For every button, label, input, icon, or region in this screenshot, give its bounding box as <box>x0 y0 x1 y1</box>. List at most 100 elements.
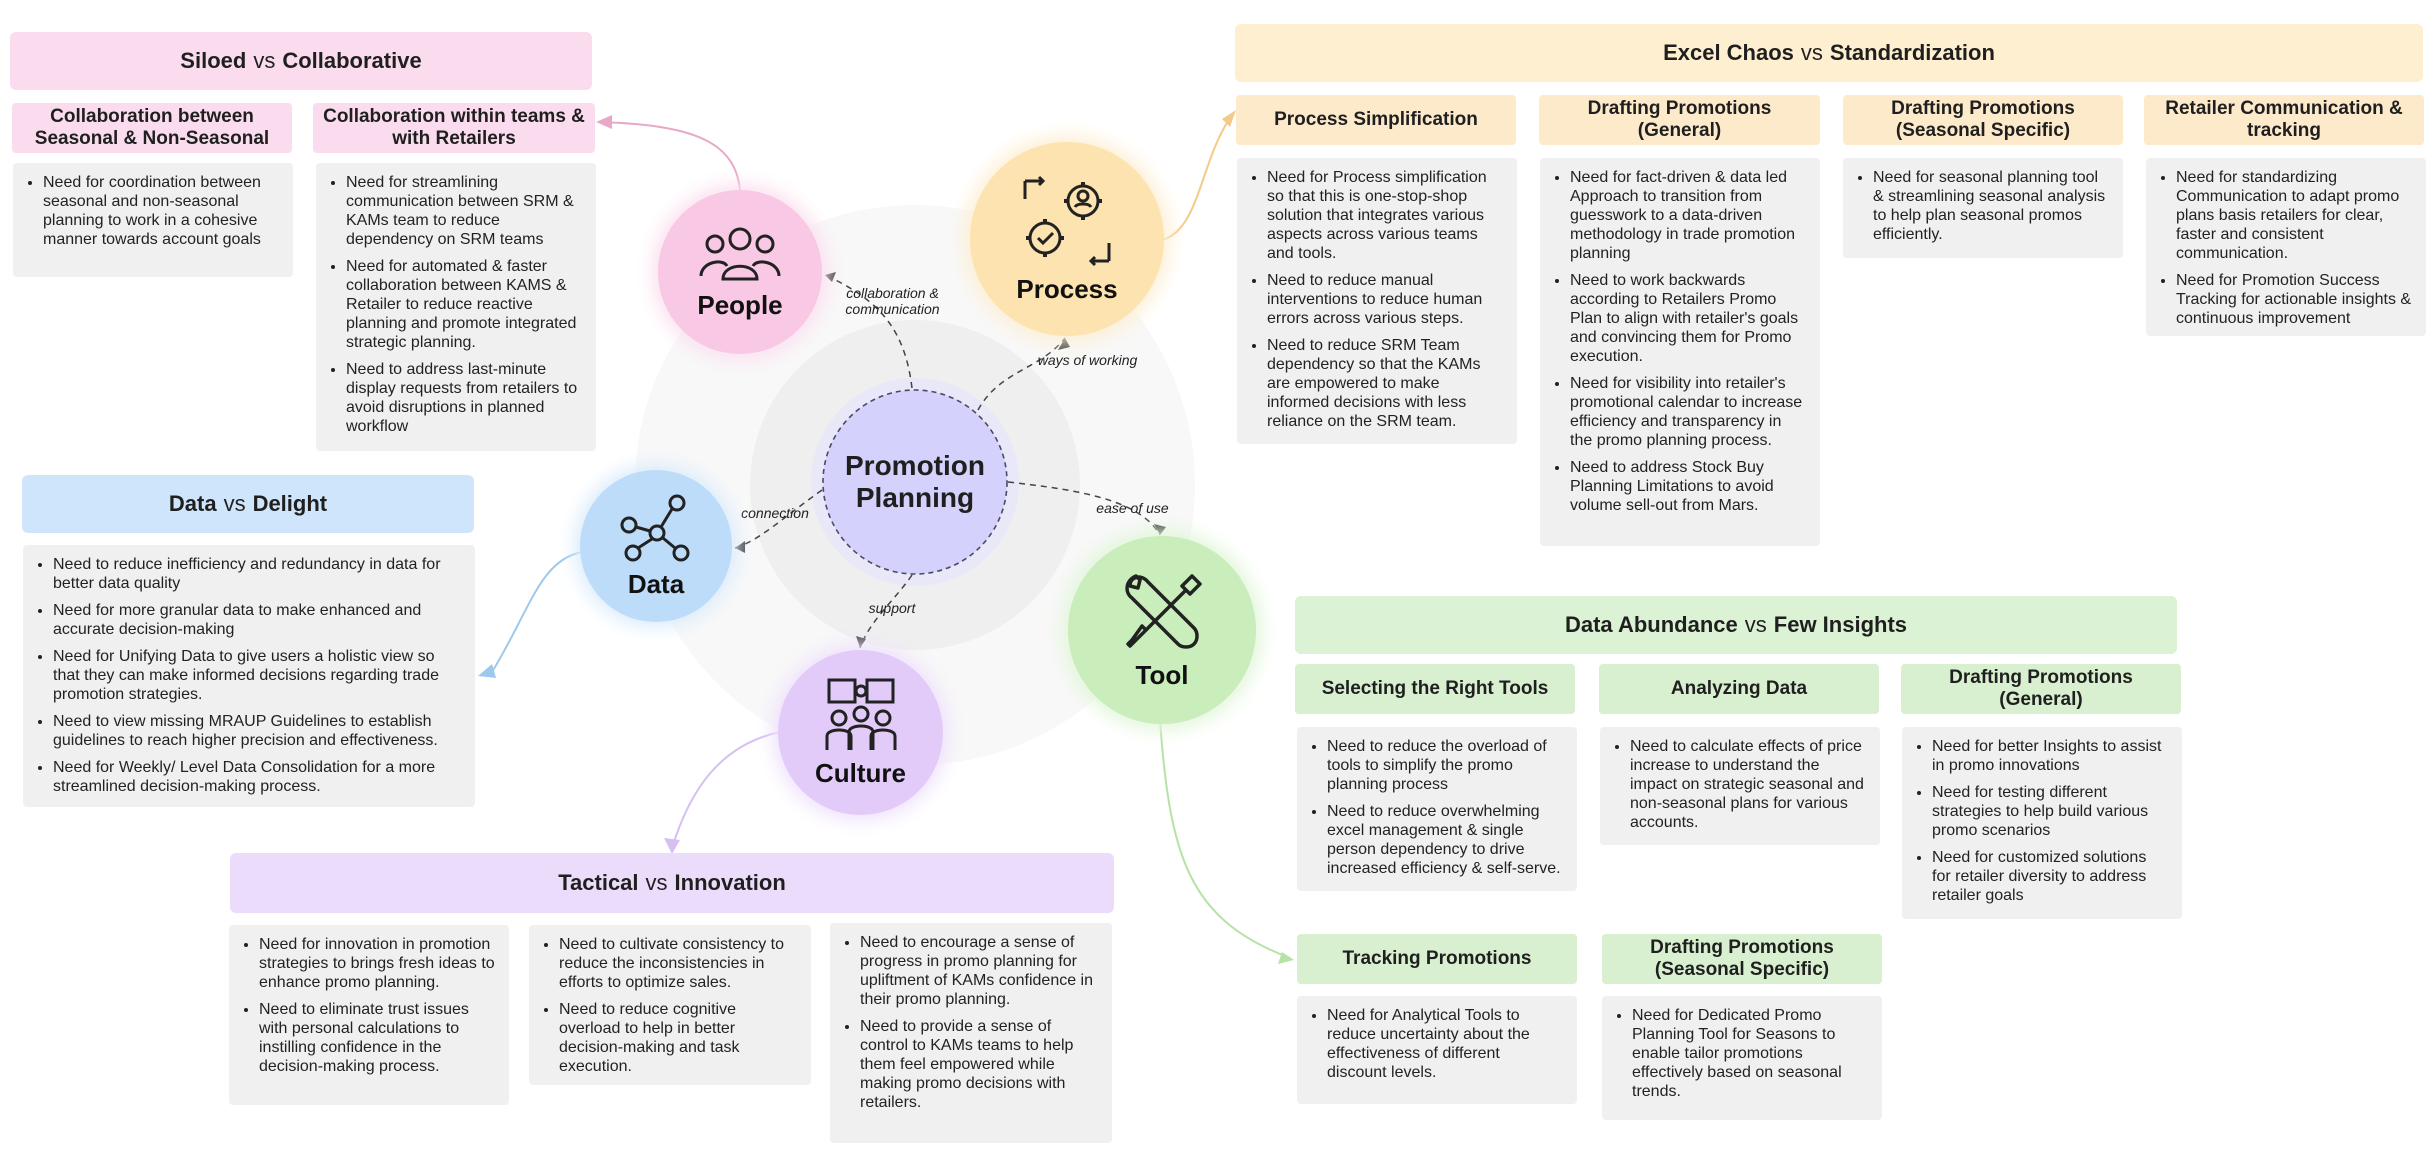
process-label: Process <box>1016 274 1118 304</box>
vs-label: vs <box>645 870 668 895</box>
excel-title-b: Standardization <box>1829 40 1995 65</box>
siloed-col1-box: Need for coordination between seasonal a… <box>13 163 293 277</box>
people-node: People <box>658 190 822 354</box>
abundance-lower1-box: Need for Analytical Tools to reduce unce… <box>1297 996 1577 1104</box>
abundance-col3-box: Need for better Insights to assist in pr… <box>1902 727 2182 919</box>
excel-title-a: Excel Chaos <box>1663 40 1794 65</box>
tactical-col3-box: Need to encourage a sense of progress in… <box>830 923 1112 1143</box>
list-item: Need to reduce manual interventions to r… <box>1267 271 1503 328</box>
list-item: Need for visibility into retailer's prom… <box>1570 374 1806 450</box>
abundance-col3-header: Drafting Promotions (General) <box>1901 664 2181 714</box>
excel-col1-box: Need for Process simplification so that … <box>1237 158 1517 444</box>
tactical-title-b: Innovation <box>674 870 786 895</box>
people-label: People <box>697 289 783 320</box>
wrench-screwdriver-icon <box>1125 573 1202 649</box>
siloed-col1-header: Collaboration between Seasonal & Non-Sea… <box>12 103 292 153</box>
list-item: Need to reduce cognitive overload to hel… <box>559 1000 797 1076</box>
list-item: Need to view missing MRAUP Guidelines to… <box>53 712 461 750</box>
list-item: Need for better Insights to assist in pr… <box>1932 737 2168 775</box>
process-node: Process <box>970 142 1164 336</box>
abundance-title-a: Data Abundance <box>1564 612 1738 637</box>
culture-node: Culture <box>778 650 943 815</box>
excel-col4-box: Need for standardizing Communication to … <box>2146 158 2426 336</box>
list-item: Need for standardizing Communication to … <box>2176 168 2412 263</box>
list-item: Need for customized solutions for retail… <box>1932 848 2168 905</box>
abundance-lower2-header: Drafting Promotions (Seasonal Specific) <box>1602 934 1882 984</box>
list-item: Need for Unifying Data to give users a h… <box>53 647 461 704</box>
tactical-col1-box: Need for innovation in promotion strateg… <box>229 925 509 1105</box>
list-item: Need for Process simplification so that … <box>1267 168 1503 263</box>
abundance-col2-box: Need to calculate effects of price incre… <box>1600 727 1880 845</box>
list-item: Need for seasonal planning tool & stream… <box>1873 168 2109 244</box>
abundance-lower2-box: Need for Dedicated Promo Planning Tool f… <box>1602 996 1882 1120</box>
vs-label: vs <box>1800 40 1823 65</box>
data-label: Data <box>627 568 685 599</box>
list-item: Need for fact-driven & data led Approach… <box>1570 168 1806 263</box>
center-label: Promotion Planning <box>845 450 985 513</box>
connector-label-support: support <box>868 600 916 616</box>
list-item: Need to reduce overwhelming excel manage… <box>1327 802 1563 878</box>
excel-col2-box: Need for fact-driven & data led Approach… <box>1540 158 1820 546</box>
list-item: Need to calculate effects of price incre… <box>1630 737 1866 832</box>
abundance-title-b: Few Insights <box>1773 612 1908 637</box>
list-item: Need to encourage a sense of progress in… <box>860 933 1098 1009</box>
team-puzzle-icon <box>825 678 896 750</box>
excel-col4-header: Retailer Communication & tracking <box>2144 95 2424 145</box>
siloed-col2-box: Need for streamlining communication betw… <box>316 163 596 451</box>
list-item: Need for Dedicated Promo Planning Tool f… <box>1632 1006 1868 1101</box>
list-item: Need to address Stock Buy Planning Limit… <box>1570 458 1806 515</box>
list-item: Need for more granular data to make enha… <box>53 601 461 639</box>
center-node: Promotion Planning <box>823 390 1007 574</box>
tool-label: Tool <box>1135 659 1189 690</box>
list-item: Need for streamlining communication betw… <box>346 173 582 249</box>
excel-col3-box: Need for seasonal planning tool & stream… <box>1843 158 2123 258</box>
datadelight-box: Need to reduce inefficiency and redundan… <box>23 545 475 807</box>
vs-label: vs <box>223 491 246 516</box>
siloed-title-b: Collaborative <box>282 48 422 73</box>
datadelight-title-b: Delight <box>252 491 328 516</box>
list-item: Need to work backwards according to Reta… <box>1570 271 1806 366</box>
list-item: Need to cultivate consistency to reduce … <box>559 935 797 992</box>
gears-icon <box>1023 175 1111 267</box>
siloed-title-a: Siloed <box>180 48 247 73</box>
list-item: Need to eliminate trust issues with pers… <box>259 1000 495 1076</box>
list-item: Need to reduce the overload of tools to … <box>1327 737 1563 794</box>
list-item: Need to reduce inefficiency and redundan… <box>53 555 461 593</box>
tactical-title-a: Tactical <box>558 870 639 895</box>
list-item: Need for Analytical Tools to reduce unce… <box>1327 1006 1563 1082</box>
tactical-col2-box: Need to cultivate consistency to reduce … <box>529 925 811 1085</box>
data-node: Data <box>580 470 732 622</box>
connector-label-collab: collaboration & communication <box>845 285 940 317</box>
vs-label: vs <box>253 48 276 73</box>
vs-label: vs <box>1744 612 1767 637</box>
people-group-icon <box>699 227 781 280</box>
abundance-col1-box: Need to reduce the overload of tools to … <box>1297 727 1577 891</box>
excel-col3-header: Drafting Promotions (Seasonal Specific) <box>1843 95 2123 145</box>
excel-col2-header: Drafting Promotions (General) <box>1539 95 1820 145</box>
excel-col1-header: Process Simplification <box>1236 95 1516 145</box>
abundance-col1-header: Selecting the Right Tools <box>1295 664 1575 714</box>
list-item: Need to reduce SRM Team dependency so th… <box>1267 336 1503 431</box>
abundance-col2-header: Analyzing Data <box>1599 664 1879 714</box>
list-item: Need to address last-minute display requ… <box>346 360 582 436</box>
culture-label: Culture <box>815 758 906 788</box>
list-item: Need to provide a sense of control to KA… <box>860 1017 1098 1112</box>
tool-node: Tool <box>1068 536 1256 724</box>
list-item: Need for innovation in promotion strateg… <box>259 935 495 992</box>
list-item: Need for Weekly/ Level Data Consolidatio… <box>53 758 461 796</box>
connector-label-ease: ease of use <box>1096 500 1169 516</box>
siloed-col2-header: Collaboration within teams & with Retail… <box>313 103 595 153</box>
datadelight-title-a: Data <box>168 491 217 516</box>
connector-label-connection: connection <box>741 505 809 521</box>
list-item: Need for Promotion Success Tracking for … <box>2176 271 2412 328</box>
list-item: Need for coordination between seasonal a… <box>43 173 279 249</box>
network-nodes-icon <box>620 494 690 561</box>
list-item: Need for testing different strategies to… <box>1932 783 2168 840</box>
list-item: Need for automated & faster collaboratio… <box>346 257 582 352</box>
connector-label-ways: ways of working <box>1037 352 1138 368</box>
